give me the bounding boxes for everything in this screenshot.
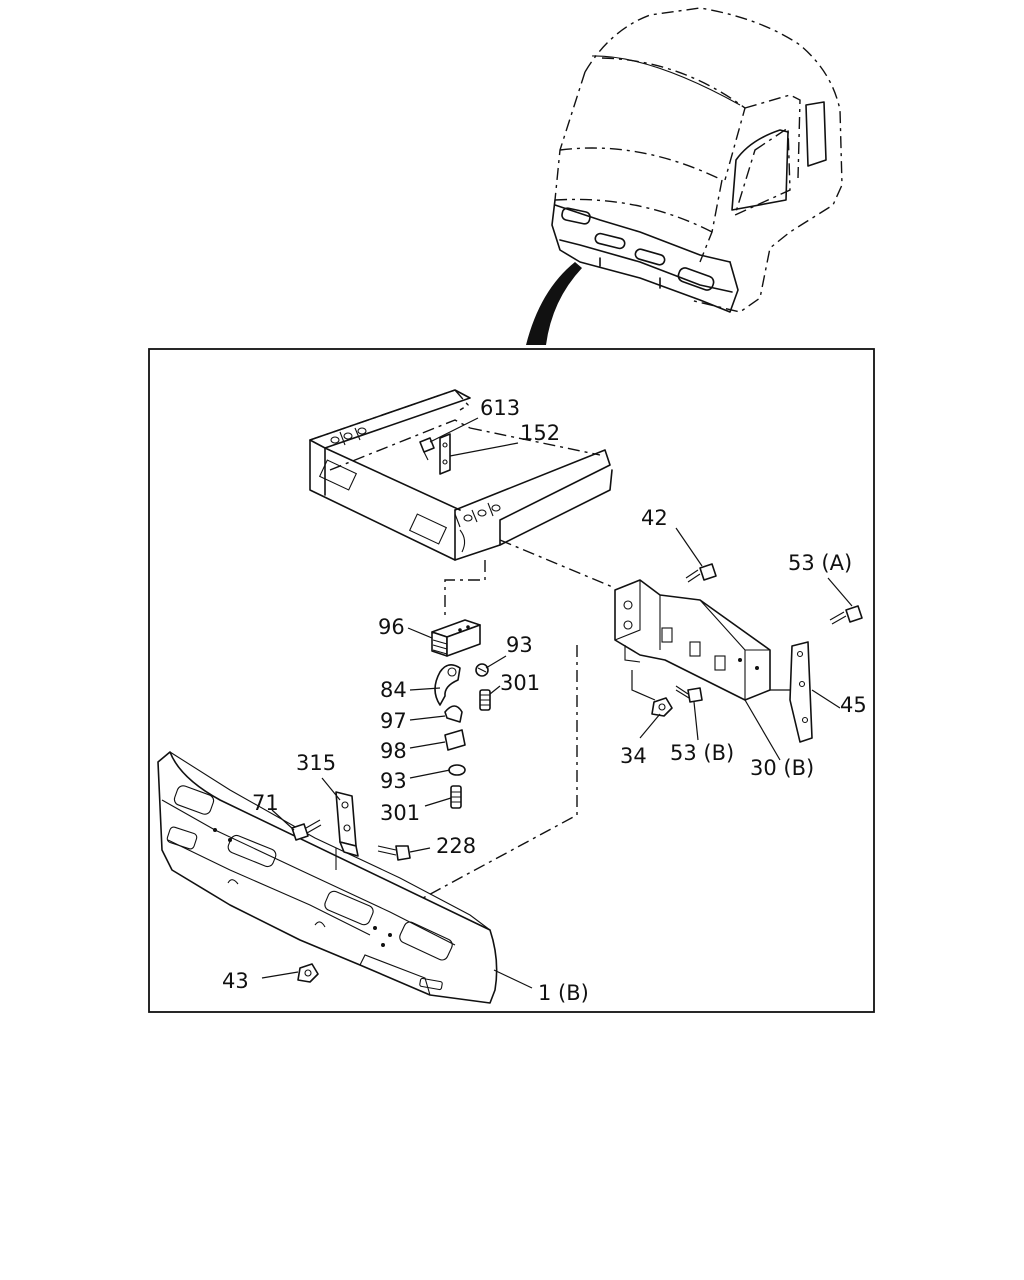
callout-97: 97: [380, 709, 407, 733]
callout-301-lower: 301: [380, 801, 420, 825]
part-53a-bolt: [829, 605, 863, 625]
part-84-tow-hook: [434, 664, 461, 706]
truck-cab-illustration: [551, 7, 843, 313]
callout-34: 34: [620, 744, 647, 768]
callout-315: 315: [296, 751, 336, 775]
detail-frame: [148, 348, 875, 1013]
callout-45: 45: [840, 693, 867, 717]
callout-228: 228: [436, 834, 476, 858]
part-53b-bolt: [675, 685, 703, 703]
callout-labels: 613 152 42 53 (A) 96 93 84 301 97 98 93 …: [222, 396, 867, 1005]
part-301-bolt-upper: [479, 689, 491, 711]
part-98-hook-plate: [444, 729, 466, 751]
part-152-bracket: [439, 433, 451, 475]
bracket-guide-line: [499, 539, 616, 589]
callout-84: 84: [380, 678, 407, 702]
callout-53b: 53 (B): [670, 741, 734, 765]
callout-93-upper: 93: [506, 633, 533, 657]
callout-93-lower: 93: [380, 769, 407, 793]
detail-pointer-arrow: [526, 262, 582, 345]
part-30b-bumper-bracket: [614, 579, 771, 701]
callout-43: 43: [222, 969, 249, 993]
part-315-bracket: [335, 791, 359, 870]
part-43-nut: [297, 963, 319, 983]
part-93-washer-upper: [475, 663, 489, 677]
callout-301-upper: 301: [500, 671, 540, 695]
part-71-bolt: [291, 819, 322, 841]
callout-53a: 53 (A): [788, 551, 852, 575]
leader-lines: [261, 417, 853, 989]
callout-96: 96: [378, 615, 405, 639]
callout-71: 71: [252, 791, 279, 815]
part-301-bolt-lower: [450, 785, 462, 809]
part-42-bolt: [685, 563, 717, 583]
part-93-washer-lower: [448, 764, 466, 776]
callout-42: 42: [641, 506, 668, 530]
part-228-bolt: [377, 845, 411, 861]
part-96-tow-block: [431, 619, 481, 657]
callout-152: 152: [520, 421, 560, 445]
part-97-hook-pin: [444, 705, 463, 723]
chassis-frame: [309, 389, 613, 561]
callout-1b: 1 (B): [538, 981, 589, 1005]
callout-613: 613: [480, 396, 520, 420]
hook-guide-line: [444, 560, 486, 620]
part-34-nut: [651, 697, 673, 717]
callout-98: 98: [380, 739, 407, 763]
part-1b-front-bumper: [157, 751, 498, 1004]
part-45-stay: [789, 641, 813, 743]
callout-30b: 30 (B): [750, 756, 814, 780]
